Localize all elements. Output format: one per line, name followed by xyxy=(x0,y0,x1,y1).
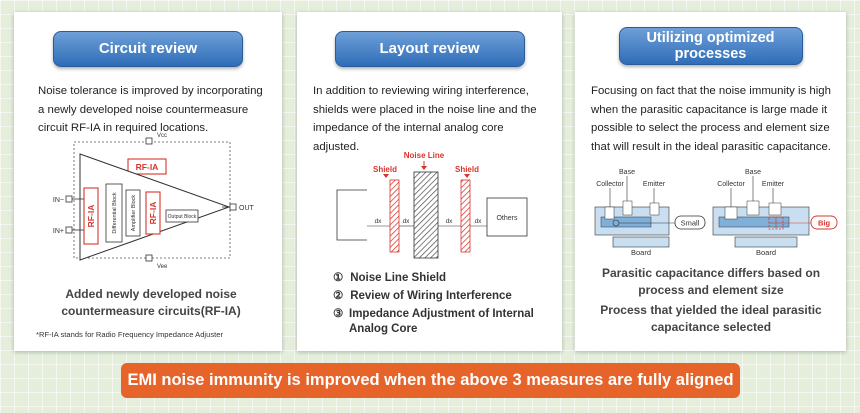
circuit-review-description: Noise tolerance is improved by incorpora… xyxy=(38,85,263,134)
shield-right-label: Shield xyxy=(455,165,479,174)
summary-banner: EMI noise immunity is improved when the … xyxy=(121,363,740,398)
list-item: ① Noise Line Shield xyxy=(333,271,446,286)
in-minus-label: IN− xyxy=(53,197,64,204)
big-label: Big xyxy=(818,219,831,228)
base-label-right: Base xyxy=(745,169,761,176)
vcc-label: Vcc xyxy=(157,133,167,139)
emitter-label-right: Emitter xyxy=(762,181,785,188)
emitter-label-left: Emitter xyxy=(643,181,666,188)
parasitic-caption-2: Process that yielded the ideal parasitic… xyxy=(600,303,822,334)
circuit-diagram: Vcc Vee RF-IA IN− IN+ OUT RF-IA Differen… xyxy=(53,133,255,270)
list-item-text: Impedance Adjustment of Internal Analog … xyxy=(349,308,534,335)
vee-label: Vee xyxy=(157,264,168,270)
optimized-processes-title: Utilizing optimized processes xyxy=(618,27,803,65)
collector-label-right: Collector xyxy=(717,181,745,188)
process-diagram: Base Collector Emitter Board Small Base … xyxy=(594,169,838,257)
layout-review-title: Layout review xyxy=(334,31,525,67)
rfia-footnote: *RF-IA stands for Radio Frequency Impeda… xyxy=(36,330,223,339)
in-plus-label: IN+ xyxy=(53,228,64,235)
layout-review-card: Layout review In addition to reviewing w… xyxy=(297,12,562,351)
rfia-left-label: RF-IA xyxy=(86,205,96,228)
list-item-number: ③ xyxy=(333,308,344,320)
list-item-number: ② xyxy=(333,290,344,302)
others-label: Others xyxy=(496,215,518,222)
parasitic-caption-1: Parasitic capacitance differs based on p… xyxy=(601,266,821,297)
board-label-left: Board xyxy=(631,248,651,257)
noise-line-label: Noise Line xyxy=(404,151,445,160)
list-item-text: Noise Line Shield xyxy=(350,272,447,284)
optimized-processes-card: Utilizing optimized processes Focusing o… xyxy=(575,12,846,351)
differential-block-label: Differential Block xyxy=(112,192,118,233)
collector-label-left: Collector xyxy=(596,181,624,188)
circuit-review-card: Circuit review Noise tolerance is improv… xyxy=(14,12,282,351)
rfia-mid-label: RF-IA xyxy=(148,202,158,225)
optimized-processes-description: Focusing on fact that the noise immunity… xyxy=(591,85,831,153)
list-item-number: ① xyxy=(333,272,344,284)
base-label-left: Base xyxy=(619,169,635,176)
list-item: ③ Impedance Adjustment of Internal Analo… xyxy=(333,307,551,337)
dx-label-1: dx xyxy=(375,218,383,225)
layout-review-description: In addition to reviewing wiring interfer… xyxy=(313,85,537,153)
amplifier-block-label: Amplifier Block xyxy=(131,195,137,232)
list-item-text: Review of Wiring Interference xyxy=(350,290,512,302)
circuit-review-caption: Added newly developed noise countermeasu… xyxy=(61,287,241,318)
out-label: OUT xyxy=(239,205,255,212)
circuit-review-title: Circuit review xyxy=(53,31,243,67)
board-label-right: Board xyxy=(756,248,776,257)
shield-left-label: Shield xyxy=(373,165,397,174)
list-item: ② Review of Wiring Interference xyxy=(333,289,512,304)
rfia-top-label: RF-IA xyxy=(136,162,159,172)
output-block-label: Output Block xyxy=(168,214,197,220)
layout-diagram: Noise Line Shield Shield Others dx dx dx… xyxy=(336,151,528,259)
small-label: Small xyxy=(681,219,700,228)
dx-label-2: dx xyxy=(403,218,411,225)
dx-label-4: dx xyxy=(475,218,483,225)
dx-label-3: dx xyxy=(446,218,454,225)
